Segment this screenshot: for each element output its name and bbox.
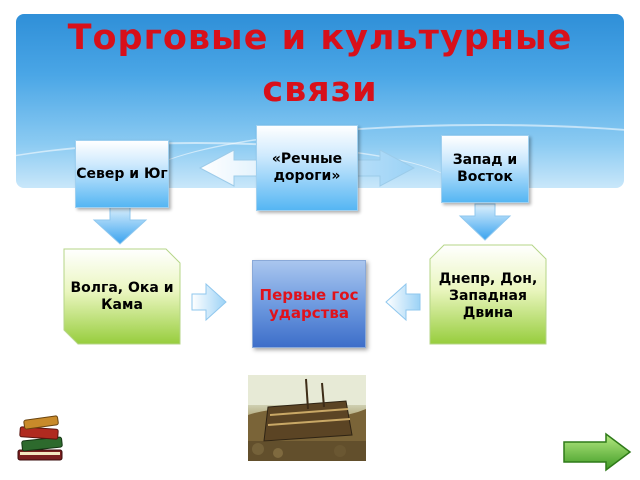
west-east-box: Запад и Восток — [441, 135, 529, 203]
banner-swoosh — [16, 142, 456, 188]
volga-box-shape — [63, 248, 181, 345]
next-arrow-icon[interactable] — [562, 432, 634, 472]
ship-painting — [248, 375, 366, 461]
river-roads-box: «Речные дороги» — [256, 125, 358, 211]
dnepr-box: Днепр, Дон, Западная Двина — [432, 250, 544, 342]
down-arrow-icon — [458, 203, 512, 241]
first-states-label: Первые государства — [259, 286, 359, 322]
slide-title: Торговые и культурные связи — [16, 12, 624, 116]
books-icon[interactable] — [12, 412, 68, 468]
slide-title-text: Торговые и культурные связи — [67, 18, 573, 110]
north-south-box: Север и Юг — [75, 140, 169, 208]
first-states-box: Первые государства — [252, 260, 366, 348]
ship-painting-art — [248, 375, 366, 461]
west-east-label: Запад и Восток — [452, 152, 518, 185]
river-roads-label: «Речные дороги» — [271, 151, 343, 184]
left-arrow-icon — [385, 282, 421, 322]
dnepr-label: Днепр, Дон, Западная Двина — [438, 270, 538, 321]
dnepr-box-shape — [429, 244, 547, 345]
right-arrow-icon — [191, 282, 227, 322]
volga-label: Волга, Ока и Кама — [70, 280, 174, 313]
volga-box: Волга, Ока и Кама — [66, 252, 178, 342]
north-south-label: Север и Юг — [76, 165, 168, 182]
down-arrow-icon — [92, 205, 148, 245]
